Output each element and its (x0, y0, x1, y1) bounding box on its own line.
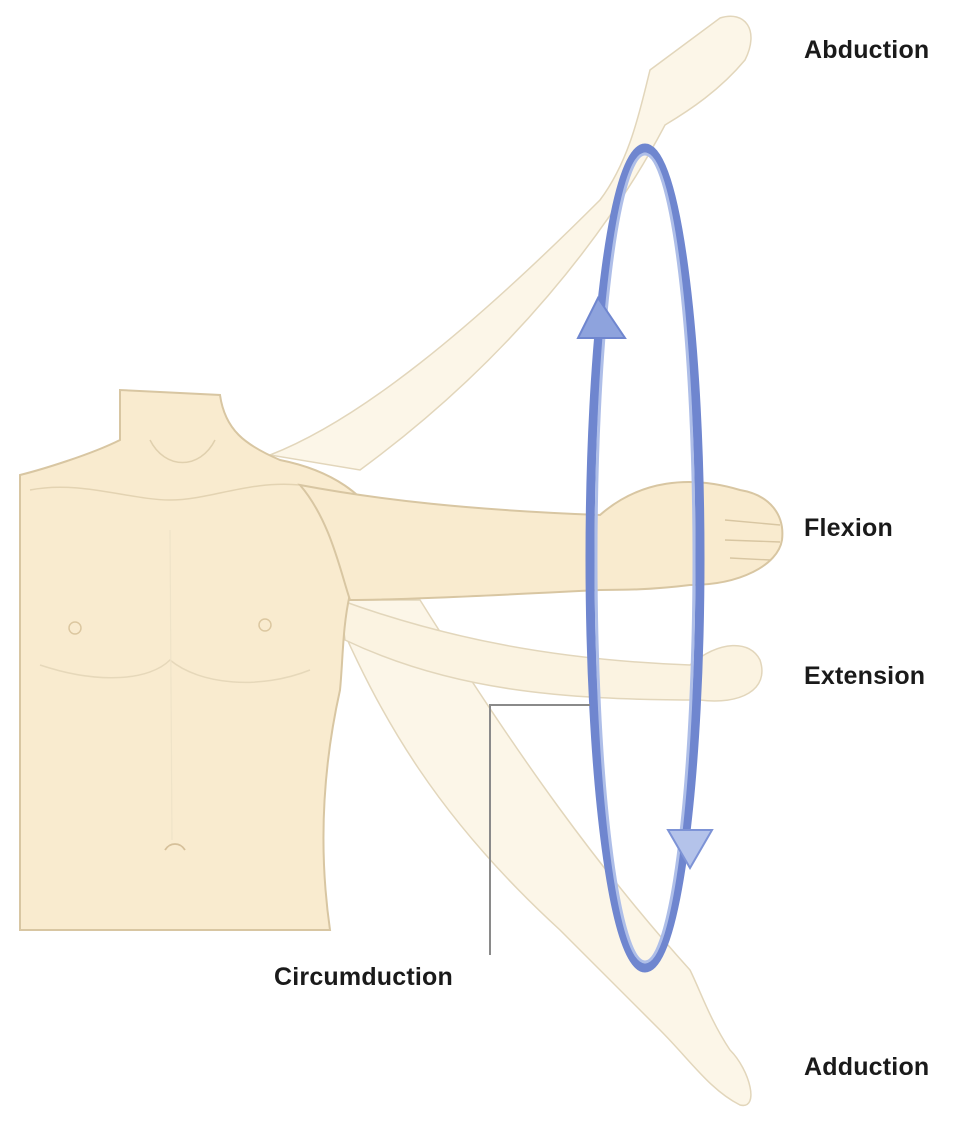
triangle-down-arrow-icon (668, 830, 712, 868)
extension-label: Extension (804, 662, 925, 691)
abduction-label: Abduction (804, 36, 929, 65)
torso (20, 390, 380, 930)
flexion-label: Flexion (804, 514, 893, 543)
arm-flexion (300, 482, 782, 600)
adduction-label: Adduction (804, 1053, 929, 1082)
circumduction-label: Circumduction (274, 963, 453, 992)
triangle-up-arrow-icon (578, 298, 625, 338)
